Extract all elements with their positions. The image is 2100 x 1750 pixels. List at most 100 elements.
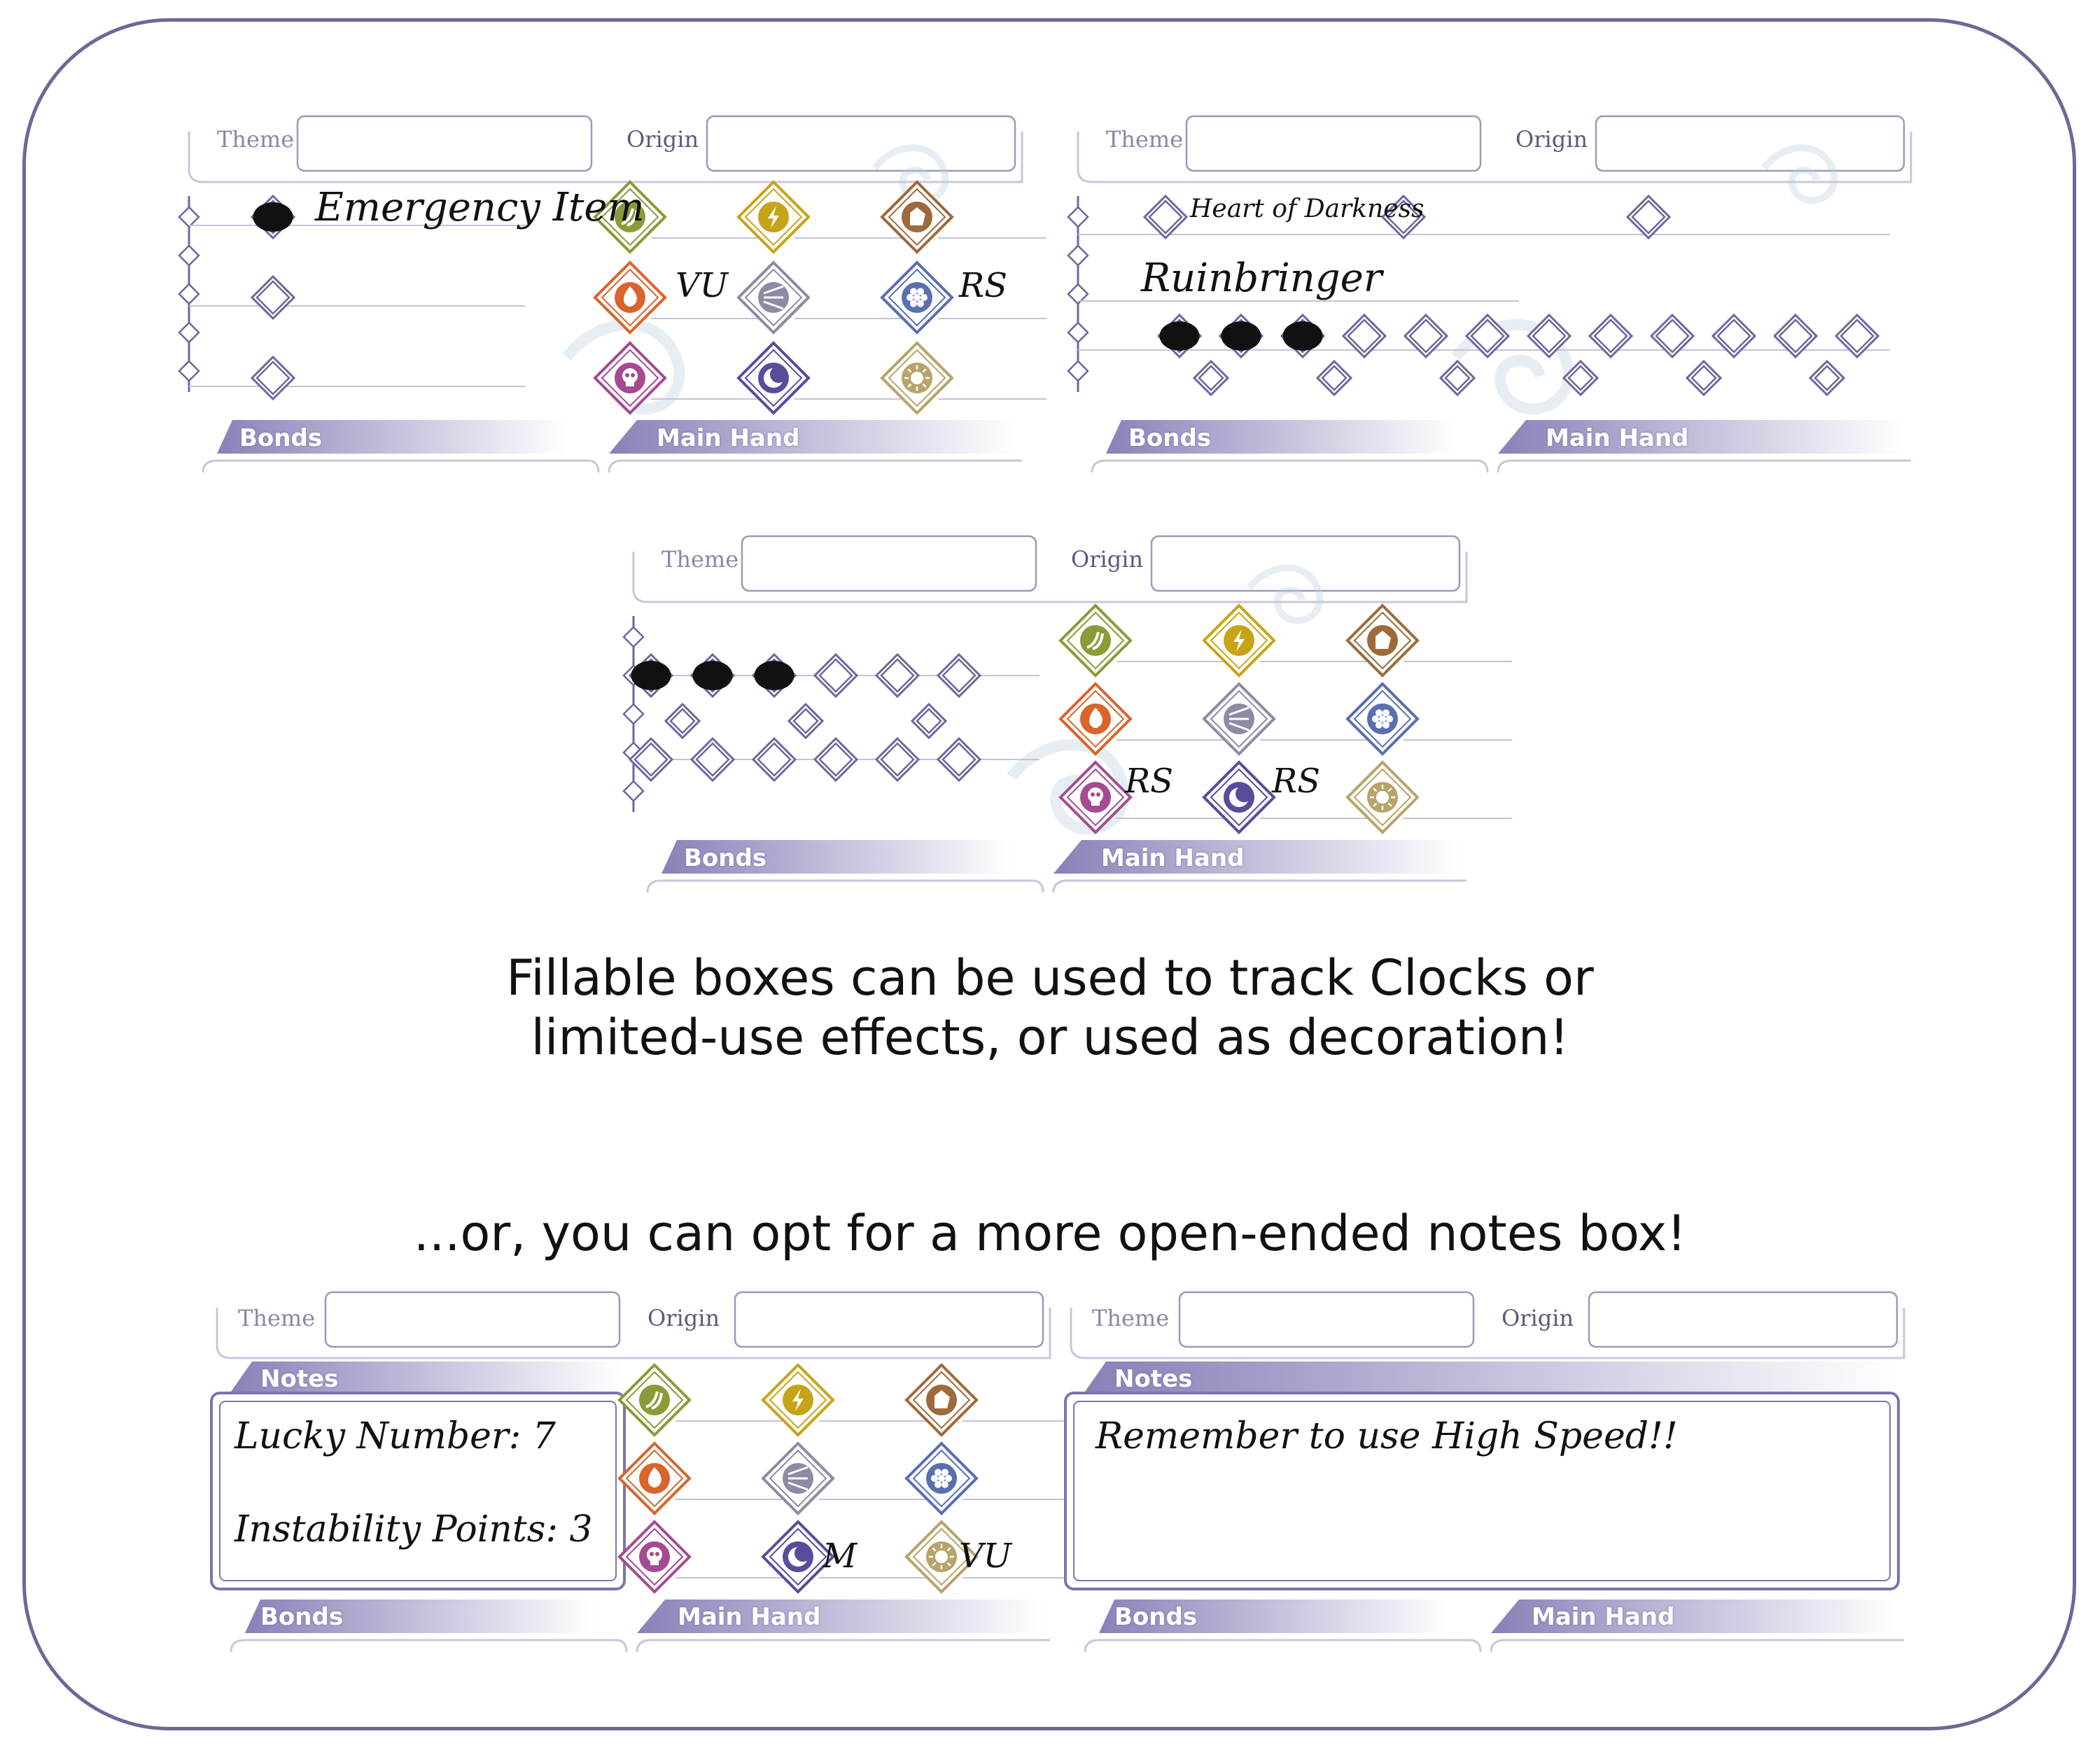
scribble-fill — [1282, 321, 1323, 351]
rail-diamond — [1067, 283, 1089, 305]
fillable-box — [690, 736, 736, 783]
decorative-swirl — [1247, 564, 1324, 624]
ruinbringer-text: Ruinbringer — [1141, 255, 1382, 301]
bonds-box-top — [202, 459, 600, 473]
fillable-box — [1808, 359, 1846, 397]
origin-field — [1595, 115, 1905, 172]
rail-diamond — [1067, 360, 1089, 382]
fillable-box — [1156, 313, 1203, 359]
moon-tag: M — [822, 1536, 858, 1576]
bonds-box-top — [1084, 1639, 1482, 1653]
fillable-box — [751, 736, 797, 783]
sheet-4: Theme Origin Notes Bonds Main Hand Lucky… — [203, 1288, 1071, 1666]
caption-line-1: Fillable boxes can be used to track Cloc… — [506, 949, 1594, 1007]
light-icon — [904, 1520, 979, 1594]
sheet-3: Theme Origin Bonds Main Hand RS RS — [620, 532, 1512, 903]
main-hand-tab: Main Hand — [1546, 424, 1689, 452]
sheet-2-art — [1067, 115, 1912, 473]
scribble-fill — [1159, 321, 1200, 351]
sheet-2: Theme Origin Bonds Main Hand Heart of Da… — [1064, 112, 1925, 483]
bonds-tab: Bonds — [1114, 1603, 1198, 1631]
rail-diamond — [178, 360, 200, 382]
banana-icon — [1058, 603, 1133, 678]
rail-diamond — [1067, 244, 1089, 267]
notes-tab-bg — [231, 1362, 623, 1392]
bonds-tab: Bonds — [260, 1603, 344, 1631]
header-frame — [216, 1308, 1051, 1359]
fillable-box — [813, 652, 859, 699]
fire-icon — [617, 1441, 692, 1516]
main-hand-box-top — [636, 1639, 1050, 1653]
note-lucky-number: Lucky Number: 7 — [234, 1415, 556, 1457]
theme-label: Theme — [217, 126, 295, 153]
fillable-box — [1380, 194, 1427, 240]
origin-label: Origin — [1071, 546, 1144, 573]
fillable-box — [936, 736, 982, 783]
fillable-box — [1315, 359, 1353, 397]
main-hand-box-top — [1497, 459, 1911, 473]
sheet-3-art — [622, 535, 1512, 893]
rail-diamond — [178, 244, 200, 267]
ice-icon — [904, 1441, 979, 1516]
bonds-tab: Bonds — [1128, 424, 1212, 452]
banana-icon — [593, 180, 667, 254]
bonds-tab-bg — [1106, 420, 1456, 454]
sheet-5-art — [1064, 1291, 1905, 1653]
poison-icon — [1058, 760, 1133, 834]
light-icon — [1345, 760, 1420, 834]
fillable-box — [1562, 359, 1600, 397]
dark-icon — [761, 1520, 835, 1594]
sheet-1-art — [178, 115, 1046, 473]
fillable-box — [664, 702, 701, 740]
emergency-item-text: Emergency Item — [315, 185, 645, 230]
earth-icon — [1345, 603, 1420, 678]
heart-of-darkness-text: Heart of Darkness — [1190, 195, 1424, 223]
header-frame — [188, 132, 1023, 183]
theme-field — [1178, 1291, 1475, 1348]
fillable-box — [751, 652, 797, 699]
caption-line-3: ...or, you can opt for a more open-ended… — [413, 1205, 1687, 1262]
main-hand-tab: Main Hand — [657, 424, 800, 452]
theme-field — [324, 1291, 621, 1348]
theme-label: Theme — [662, 546, 739, 573]
notes-tab-bg — [1085, 1362, 1897, 1392]
fillable-box — [1192, 359, 1230, 397]
bonds-tab-bg — [217, 420, 567, 454]
main-hand-tab-bg — [1498, 420, 1904, 454]
origin-label: Origin — [1516, 126, 1588, 153]
decorative-swirl — [1451, 318, 1574, 415]
wind-icon — [736, 260, 811, 335]
main-hand-tab-bg — [609, 420, 1015, 454]
caption-line-2: limited-use effects, or used as decorati… — [531, 1009, 1569, 1066]
fillable-box — [250, 274, 296, 321]
fillable-box — [1588, 313, 1634, 359]
moon-tag: RS — [1272, 762, 1321, 801]
sheet-4-art — [210, 1291, 1071, 1653]
bonds-box-top — [230, 1639, 628, 1653]
main-hand-box-top — [1490, 1639, 1904, 1653]
origin-label: Origin — [1502, 1305, 1574, 1331]
skull-tag: RS — [1125, 762, 1174, 801]
fillable-box — [1464, 313, 1511, 359]
decorative-swirl — [1761, 144, 1838, 204]
notes-inner — [1073, 1401, 1891, 1581]
fillable-box — [1341, 313, 1387, 359]
sheet-5: Theme Origin Notes Bonds Main Hand Remem… — [1057, 1288, 1918, 1666]
rail-diamond — [178, 283, 200, 305]
fillable-box — [874, 652, 920, 699]
header-frame — [1077, 132, 1912, 183]
decorative-swirl — [872, 144, 949, 204]
main-hand-box-top — [608, 459, 1022, 473]
scribble-fill — [631, 661, 671, 690]
rail-diamond — [178, 321, 200, 344]
origin-label: Origin — [626, 126, 699, 153]
theme-label: Theme — [238, 1305, 316, 1331]
scribble-fill — [692, 661, 733, 690]
notes-box — [210, 1392, 626, 1590]
theme-field — [296, 115, 593, 172]
theme-field — [741, 535, 1037, 592]
banana-icon — [617, 1363, 692, 1437]
scribble-fill — [1221, 321, 1261, 351]
origin-field — [1150, 535, 1461, 592]
dark-icon — [1202, 760, 1276, 834]
